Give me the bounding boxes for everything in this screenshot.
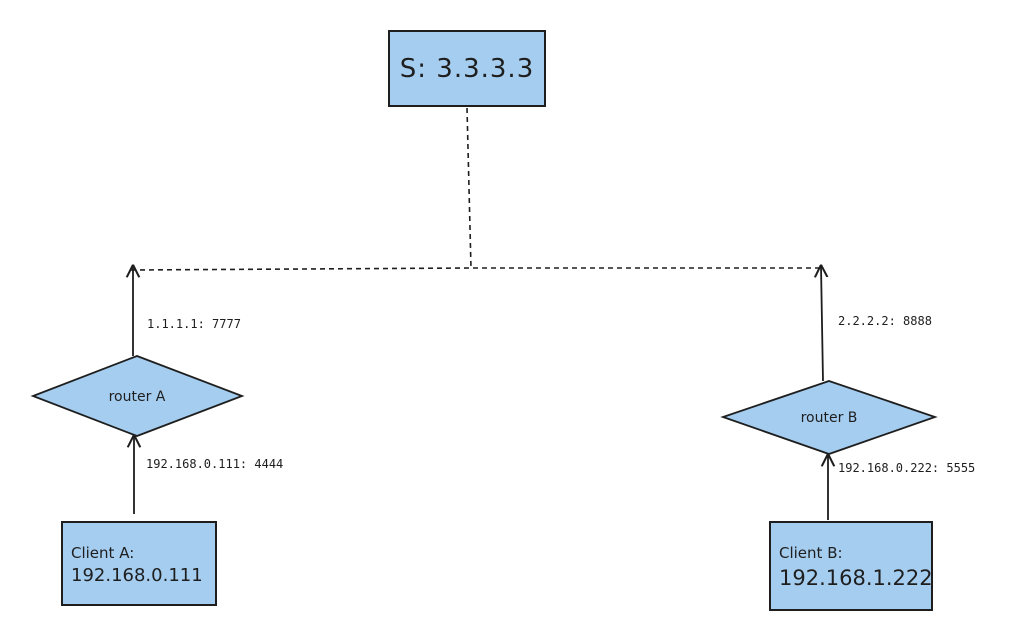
horizontal-bus-dashed-line <box>130 267 822 271</box>
server-label: S: 3.3.3.3 <box>399 53 535 84</box>
router-b-label: router B <box>801 410 858 426</box>
client-b-ip: 192.168.1.222 <box>779 566 933 590</box>
router-b-public-endpoint-label: 2.2.2.2: 8888 <box>838 314 932 328</box>
client-a-title: Client A: <box>71 544 135 562</box>
router-a-public-endpoint-label: 1.1.1.1: 7777 <box>147 317 241 331</box>
client-b-node[interactable]: Client B: 192.168.1.222 <box>769 521 933 611</box>
client-b-private-endpoint-label: 192.168.0.222: 5555 <box>838 461 976 475</box>
router-a-label: router A <box>109 389 166 405</box>
router-a-node[interactable]: router A <box>30 355 245 437</box>
router-b-node[interactable]: router B <box>720 380 938 455</box>
client-a-private-endpoint-label: 192.168.0.111: 4444 <box>146 457 284 471</box>
client-b-title: Client B: <box>779 544 843 562</box>
router-b-uplink-arrow <box>821 266 823 382</box>
client-a-node[interactable]: Client A: 192.168.0.111 <box>61 521 217 606</box>
client-a-ip: 192.168.0.111 <box>71 565 203 586</box>
server-node[interactable]: S: 3.3.3.3 <box>388 30 546 107</box>
server-trunk-dashed-line <box>466 107 472 269</box>
